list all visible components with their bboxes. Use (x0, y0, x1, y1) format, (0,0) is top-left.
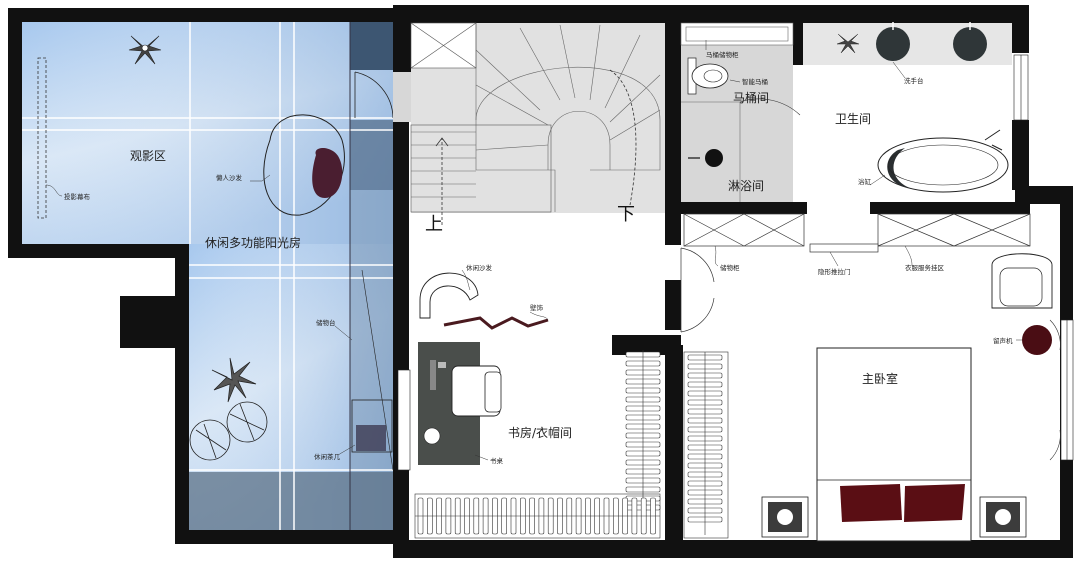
sunroom (22, 22, 394, 530)
sunroom-window (397, 369, 411, 471)
leisure-table (351, 399, 393, 453)
label-stairs-up: 上 (425, 214, 443, 235)
note-leisure-table: 休闲茶几 (314, 452, 341, 461)
label-study: 书房/衣帽间 (508, 425, 572, 440)
label-bathroom: 卫生间 (835, 112, 871, 126)
label-viewing-area: 观影区 (130, 149, 166, 163)
label-master-bedroom: 主卧室 (862, 371, 898, 386)
gramophone-icon (1022, 325, 1052, 355)
plant-icon (128, 35, 162, 65)
note-bathtub: 浴缸 (858, 177, 872, 186)
toilet-icon (687, 57, 729, 95)
annotations: 投影幕布 懒人沙发 储物台 休闲茶几 休闲沙发 壁饰 书桌 储物柜 隐形推拉门 … (45, 40, 1022, 465)
note-storage-table: 储物台 (316, 318, 336, 327)
study (414, 272, 661, 539)
basin-icon (876, 22, 987, 61)
master-bedroom (761, 253, 1074, 542)
note-hidden-door: 隐形推拉门 (818, 267, 851, 276)
wardrobe-hangers (415, 350, 729, 539)
outer-walls (8, 5, 1073, 558)
note-leisure-sofa: 休闲沙发 (466, 263, 493, 272)
note-projection-screen: 投影幕布 (64, 192, 91, 201)
note-toilet: 智能马桶 (742, 77, 768, 86)
wet-areas (680, 22, 1029, 202)
note-wardrobe: 衣服服务挂区 (905, 263, 945, 272)
note-toilet-storage: 马桶储物柜 (706, 50, 739, 59)
stair-zone (393, 22, 665, 225)
shower-drain-icon (705, 149, 723, 167)
label-stairs-down: 下 (617, 204, 635, 225)
note-lazy-sofa: 懒人沙发 (216, 173, 243, 182)
label-toilet: 马桶间 (733, 90, 769, 105)
palm-plant-icon (211, 357, 257, 403)
room-labels: 观影区 休闲多功能阳光房 书房/衣帽间 主卧室 卫生间 马桶间 淋浴间 上 下 (130, 90, 898, 440)
lazy-sofa (263, 114, 345, 216)
note-wall-hanging: 壁饰 (530, 303, 544, 312)
label-shower: 淋浴间 (728, 179, 764, 193)
bathtub-icon (877, 129, 1009, 193)
cabinets (683, 213, 1031, 253)
door-swings (680, 247, 715, 333)
round-tables (189, 401, 268, 461)
note-wash-basin: 洗手台 (904, 76, 924, 85)
label-leisure-sunroom: 休闲多功能阳光房 (205, 235, 301, 250)
note-gramophone: 留声机 (993, 336, 1013, 345)
plant-small-icon (836, 33, 860, 54)
note-storage-cabinet: 储物柜 (720, 263, 740, 272)
note-desk: 书桌 (490, 456, 504, 465)
